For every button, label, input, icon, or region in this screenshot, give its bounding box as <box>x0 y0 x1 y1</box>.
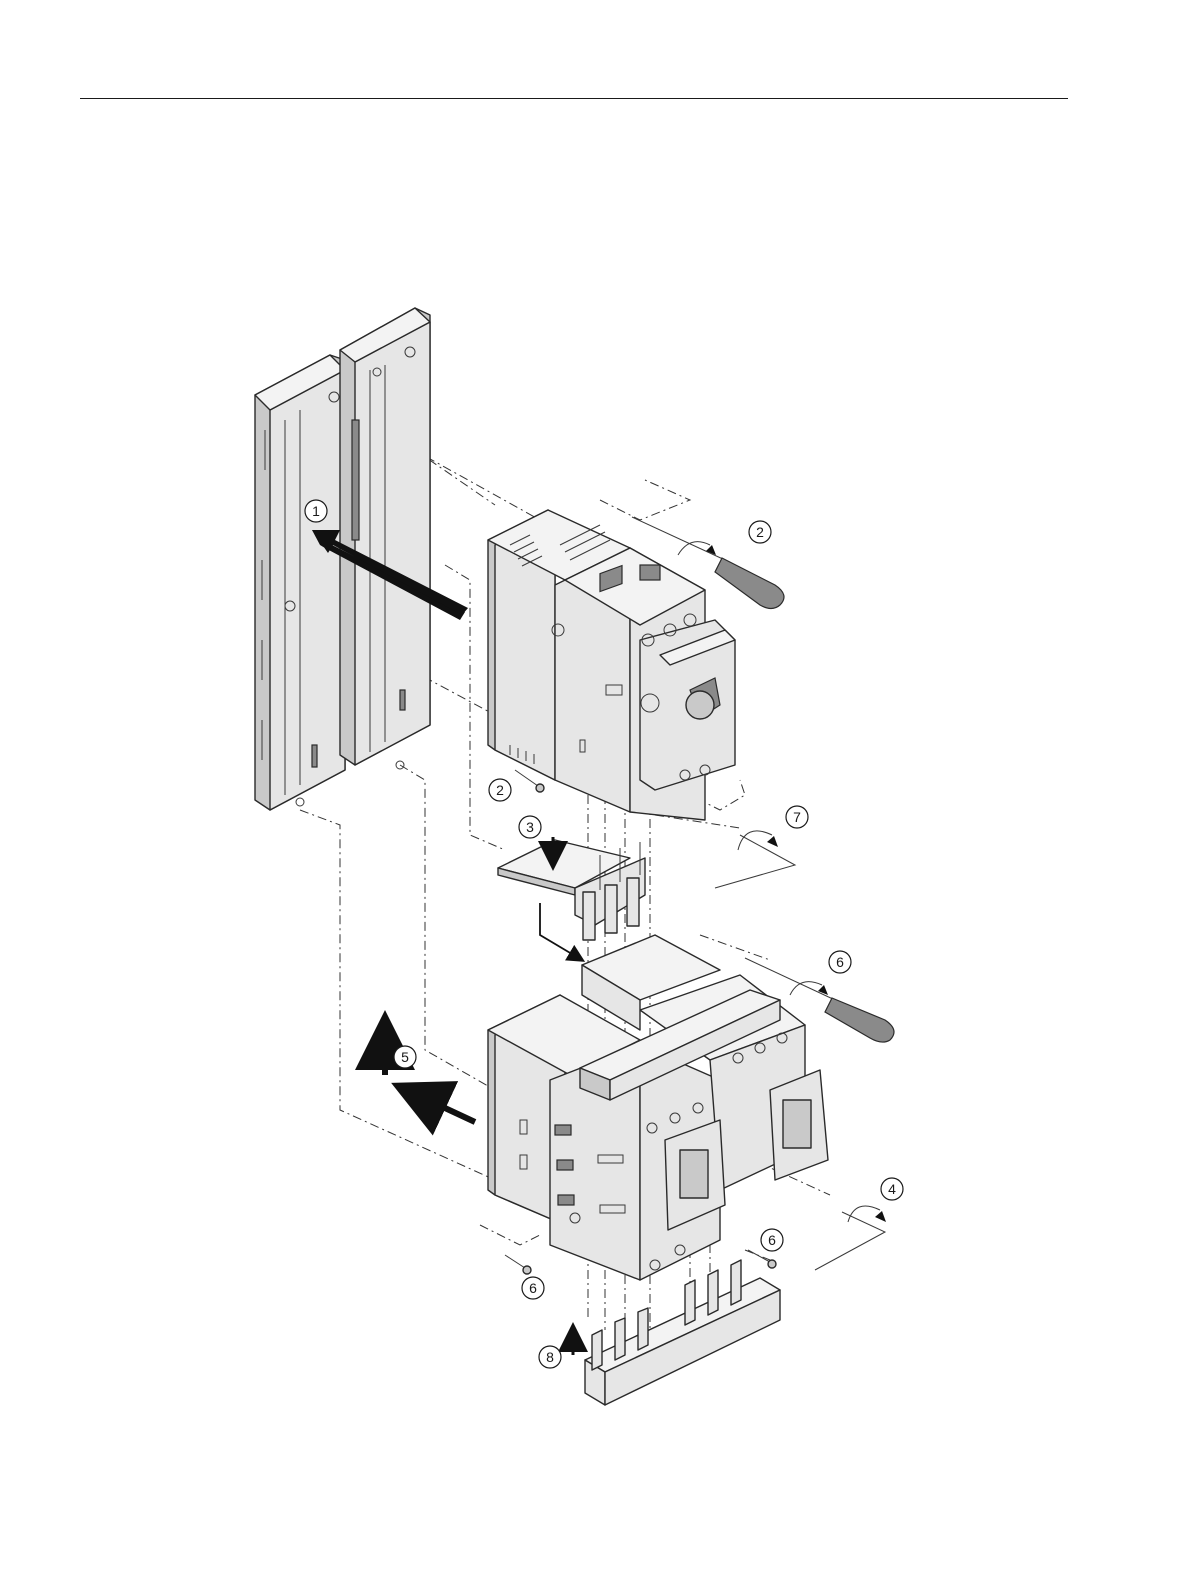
step-callout-8: 8 <box>539 1346 561 1368</box>
step-number: 1 <box>312 503 320 519</box>
step-callout-1: 1 <box>305 500 327 522</box>
mounting-rail-front <box>255 355 345 810</box>
step-number: 2 <box>496 782 504 798</box>
step-number: 5 <box>401 1049 409 1065</box>
step-callout-6: 6 <box>522 1277 544 1299</box>
connection-module <box>498 840 645 940</box>
step-callout-2: 2 <box>489 779 511 801</box>
step-number: 7 <box>793 809 801 825</box>
step-callout-7: 7 <box>786 806 808 828</box>
step-number: 4 <box>888 1181 896 1197</box>
step-callout-6: 6 <box>761 1229 783 1251</box>
step-number: 2 <box>756 524 764 540</box>
step-callout-3: 3 <box>519 816 541 838</box>
lift-arrow-icon <box>385 1022 475 1122</box>
hex-key-icon <box>815 1206 886 1270</box>
reversing-contactor <box>488 935 828 1280</box>
step-callout-5: 5 <box>394 1046 416 1068</box>
screw-icon <box>515 770 544 792</box>
terminal-cover <box>585 1260 780 1405</box>
circuit-breaker <box>488 510 735 820</box>
step-number: 8 <box>546 1349 554 1365</box>
screw-icon <box>505 1255 531 1274</box>
step-callout-6: 6 <box>829 951 851 973</box>
step-number: 3 <box>526 819 534 835</box>
step-number: 6 <box>529 1280 537 1296</box>
step-callout-2: 2 <box>749 521 771 543</box>
step-callout-4: 4 <box>881 1178 903 1200</box>
step-number: 6 <box>768 1232 776 1248</box>
hex-key-icon <box>715 831 795 888</box>
mounting-rail-rear <box>340 308 430 769</box>
screw-icon <box>748 1250 776 1268</box>
step-number: 6 <box>836 954 844 970</box>
